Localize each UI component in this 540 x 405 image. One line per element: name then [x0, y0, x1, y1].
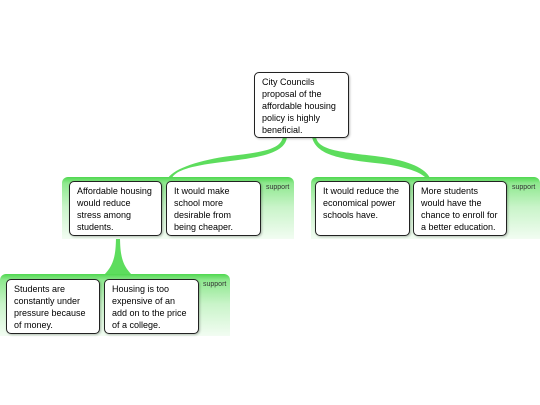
support-group-right-label: support	[512, 184, 536, 191]
reason-node-students-pressure[interactable]: Students are constantly under pressure b…	[6, 279, 100, 334]
reason-node-economical-power[interactable]: It would reduce the economical power sch…	[315, 181, 410, 236]
connector-root-to-right-group	[312, 137, 430, 178]
connector-left-node-to-sub-group	[104, 235, 132, 275]
reason-node-reduce-stress[interactable]: Affordable housing would reduce stress a…	[69, 181, 162, 236]
support-group-sub-label: support	[203, 281, 227, 288]
reason-node-more-students[interactable]: More students would have the chance to e…	[413, 181, 507, 236]
reason-node-housing-expensive[interactable]: Housing is too expensive of an add on to…	[104, 279, 199, 334]
root-claim-node[interactable]: City Councils proposal of the affordable…	[254, 72, 349, 138]
connector-root-to-left-group	[168, 137, 287, 178]
reason-node-school-desirable[interactable]: It would make school more desirable from…	[166, 181, 261, 236]
support-group-left-label: support	[266, 184, 290, 191]
